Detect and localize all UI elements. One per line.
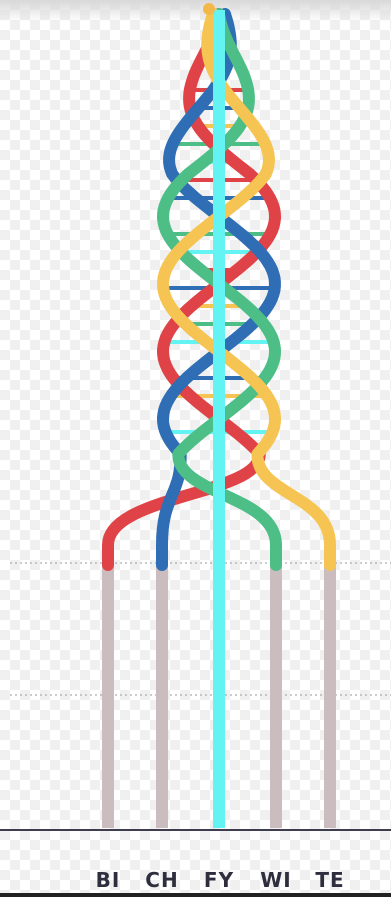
taxon-label-bi: BI (78, 868, 138, 892)
bottom-border (0, 893, 391, 897)
taxon-label-ch: CH (132, 868, 192, 892)
baseline (0, 829, 391, 831)
taxon-label-te: TE (300, 868, 360, 892)
taxon-label-wi: WI (246, 868, 306, 892)
root-node (203, 3, 215, 15)
taxon-label-fy: FY (189, 868, 249, 892)
